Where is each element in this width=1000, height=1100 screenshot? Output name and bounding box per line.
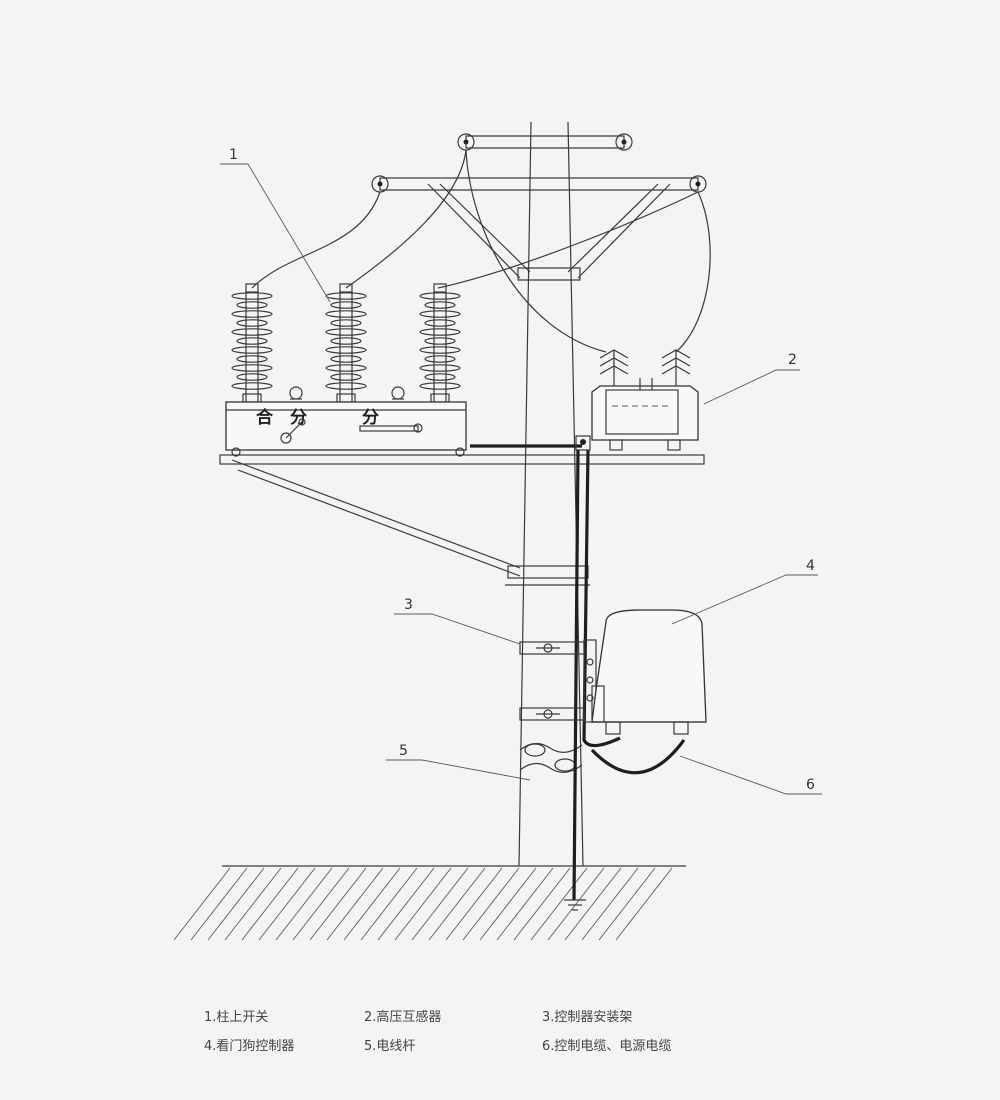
mounting-platform: [219, 454, 705, 586]
callout-leaders: [220, 163, 822, 795]
upper-cross-arm: [457, 133, 633, 151]
overhead-conductors: [251, 149, 711, 353]
control-cables: [470, 435, 686, 901]
callout-number-1: 1: [229, 147, 238, 163]
legend-item-1: 1.柱上开关: [204, 1010, 269, 1025]
callout-number-5: 5: [399, 743, 408, 759]
callout-number-2: 2: [788, 352, 797, 368]
switch-label-open: 分: [290, 408, 307, 428]
callout-number-3: 3: [404, 597, 413, 613]
callout-numbers: 1 2 3 4 5 6: [229, 147, 815, 793]
legend-item-4: 4.看门狗控制器: [204, 1039, 295, 1054]
switch-label-open-2: 分: [362, 408, 379, 428]
high-voltage-transformer: [591, 349, 699, 451]
legend-item-5: 5.电线杆: [364, 1039, 416, 1054]
callout-number-6: 6: [806, 777, 815, 793]
ground: [173, 865, 686, 941]
ground-electrode: [564, 899, 586, 911]
utility-pole: [518, 121, 584, 867]
switch-label-close: 合: [256, 407, 274, 428]
legend-item-6: 6.控制电缆、电源电缆: [542, 1039, 672, 1054]
controller-mounting-bracket: [519, 639, 597, 723]
legend-item-3: 3.控制器安装架: [542, 1010, 633, 1025]
pole-mounted-switch: 合 分 分: [225, 283, 467, 457]
callout-number-4: 4: [806, 558, 815, 574]
legend-item-2: 2.高压互感器: [364, 1010, 442, 1025]
watchdog-controller: [591, 609, 707, 735]
lower-cross-arm: [371, 175, 707, 281]
